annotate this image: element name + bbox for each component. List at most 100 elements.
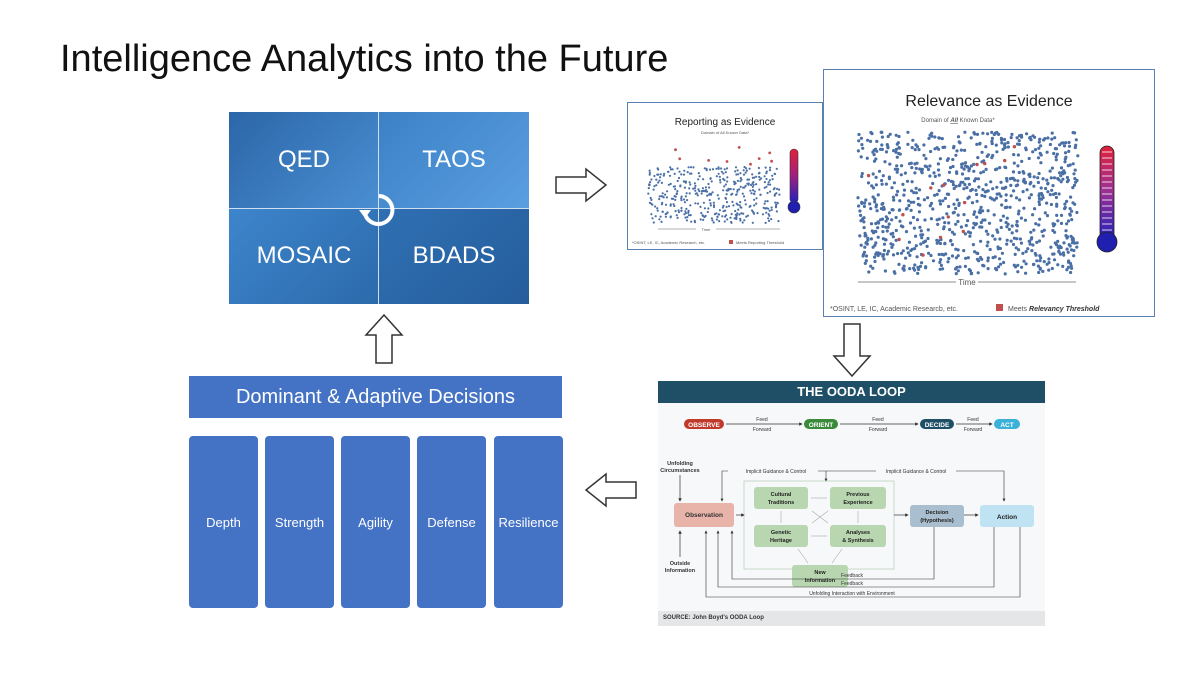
scatter-dot xyxy=(860,143,864,147)
scatter-dot xyxy=(963,161,968,165)
scatter-dot xyxy=(896,252,900,256)
scatter-dot xyxy=(1037,202,1042,207)
scatter-dot xyxy=(917,148,921,152)
scatter-dot xyxy=(1061,172,1065,176)
scatter-dot xyxy=(962,249,966,253)
scatter-dot xyxy=(986,259,990,263)
scatter-dot xyxy=(918,203,922,207)
scatter-dot xyxy=(726,218,729,221)
scatter-dot xyxy=(906,142,910,146)
scatter-dot xyxy=(909,161,913,165)
quad-divider-horizontal xyxy=(229,208,529,209)
scatter-dot xyxy=(927,136,931,140)
scatter-dot xyxy=(976,156,980,160)
scatter-dot xyxy=(677,176,681,180)
scatter-dot xyxy=(901,182,905,186)
scatter-dot xyxy=(1009,239,1013,243)
scatter-dot xyxy=(939,258,943,262)
decision-box xyxy=(910,505,964,527)
scatter-dot xyxy=(748,167,751,170)
scatter-dot xyxy=(942,183,946,187)
scatter-dot xyxy=(1063,151,1068,155)
scatter-dot xyxy=(923,164,927,168)
scatter-dot xyxy=(709,177,712,180)
scatter-dot xyxy=(954,206,958,210)
scatter-dot xyxy=(1052,192,1056,196)
scatter-dot xyxy=(1045,262,1049,266)
scatter-dot xyxy=(737,146,741,149)
scatter-dot xyxy=(1011,242,1016,247)
new-information: New xyxy=(814,570,826,576)
scatter-dot xyxy=(956,213,960,217)
feedback-2: Feedback xyxy=(841,581,863,587)
scatter-dot xyxy=(749,204,752,208)
scatter-dot xyxy=(957,203,961,207)
scatter-dot xyxy=(1071,162,1075,166)
scatter-dot xyxy=(988,247,992,252)
scatter-dot xyxy=(940,137,944,141)
scatter-dot xyxy=(931,181,935,186)
scatter-dot xyxy=(744,203,747,206)
scatter-dot xyxy=(999,262,1003,266)
scatter-dot xyxy=(990,139,994,143)
scatter-dot xyxy=(1004,185,1008,189)
scatter-dot xyxy=(1045,214,1050,218)
unfolding-circumstances: Unfolding xyxy=(667,461,693,467)
scatter-dot xyxy=(648,173,651,176)
scatter-dot xyxy=(977,185,981,189)
scatter-dot xyxy=(933,147,937,151)
scatter-dot xyxy=(1052,252,1056,256)
scatter-dot xyxy=(923,218,927,222)
scatter-dot xyxy=(654,205,657,208)
scatter-dot xyxy=(1022,171,1026,175)
scatter-dot xyxy=(665,196,668,199)
scatter-dot xyxy=(894,228,898,233)
decide-stage xyxy=(920,419,954,429)
scatter-dot xyxy=(1062,169,1066,173)
scatter-dot xyxy=(1069,248,1074,252)
scatter-dot xyxy=(990,136,994,140)
scatter-dot xyxy=(692,166,695,169)
scatter-dot xyxy=(1020,265,1024,269)
scatter-dot xyxy=(1054,195,1058,200)
scatter-dot xyxy=(1049,176,1053,180)
cultural-traditions: Cultural xyxy=(771,492,792,498)
scatter-dot xyxy=(717,172,720,175)
scatter-dot xyxy=(970,271,974,275)
scatter-dot xyxy=(913,263,917,267)
scatter-dot xyxy=(770,218,773,221)
observation-box xyxy=(674,503,734,527)
scatter-dot xyxy=(1045,178,1049,182)
scatter-dot xyxy=(997,265,1001,269)
scatter-dot xyxy=(661,210,664,213)
scatter-dot xyxy=(1038,151,1042,155)
scatter-dot xyxy=(750,209,754,212)
scatter-dot xyxy=(688,187,691,190)
scatter-dot xyxy=(949,238,953,243)
scatter-dot xyxy=(1061,141,1065,145)
scatter-dot xyxy=(656,209,659,212)
scatter-dot xyxy=(657,181,660,184)
scatter-dot xyxy=(674,210,677,213)
scatter-dot xyxy=(1005,205,1009,209)
orient-stage xyxy=(804,419,838,429)
scatter-dot xyxy=(994,143,998,147)
scatter-dot xyxy=(958,183,962,187)
scatter-dot xyxy=(664,215,667,218)
scatter-dot xyxy=(658,179,661,182)
scatter-dot xyxy=(768,169,772,172)
quad-bdads: BDADS xyxy=(379,208,529,304)
scatter-dot xyxy=(861,146,865,150)
scatter-dot xyxy=(977,259,981,263)
large-chart-dots xyxy=(856,130,1080,276)
scatter-dot xyxy=(710,180,713,183)
scatter-dot xyxy=(1005,242,1009,246)
scatter-dot xyxy=(739,172,742,175)
scatter-dot xyxy=(1042,138,1046,142)
scatter-dot xyxy=(663,172,666,175)
scatter-dot xyxy=(923,240,927,244)
scatter-dot xyxy=(1055,152,1059,156)
scatter-dot xyxy=(1033,207,1037,211)
scatter-dot xyxy=(857,204,861,208)
scatter-dot xyxy=(947,256,951,261)
